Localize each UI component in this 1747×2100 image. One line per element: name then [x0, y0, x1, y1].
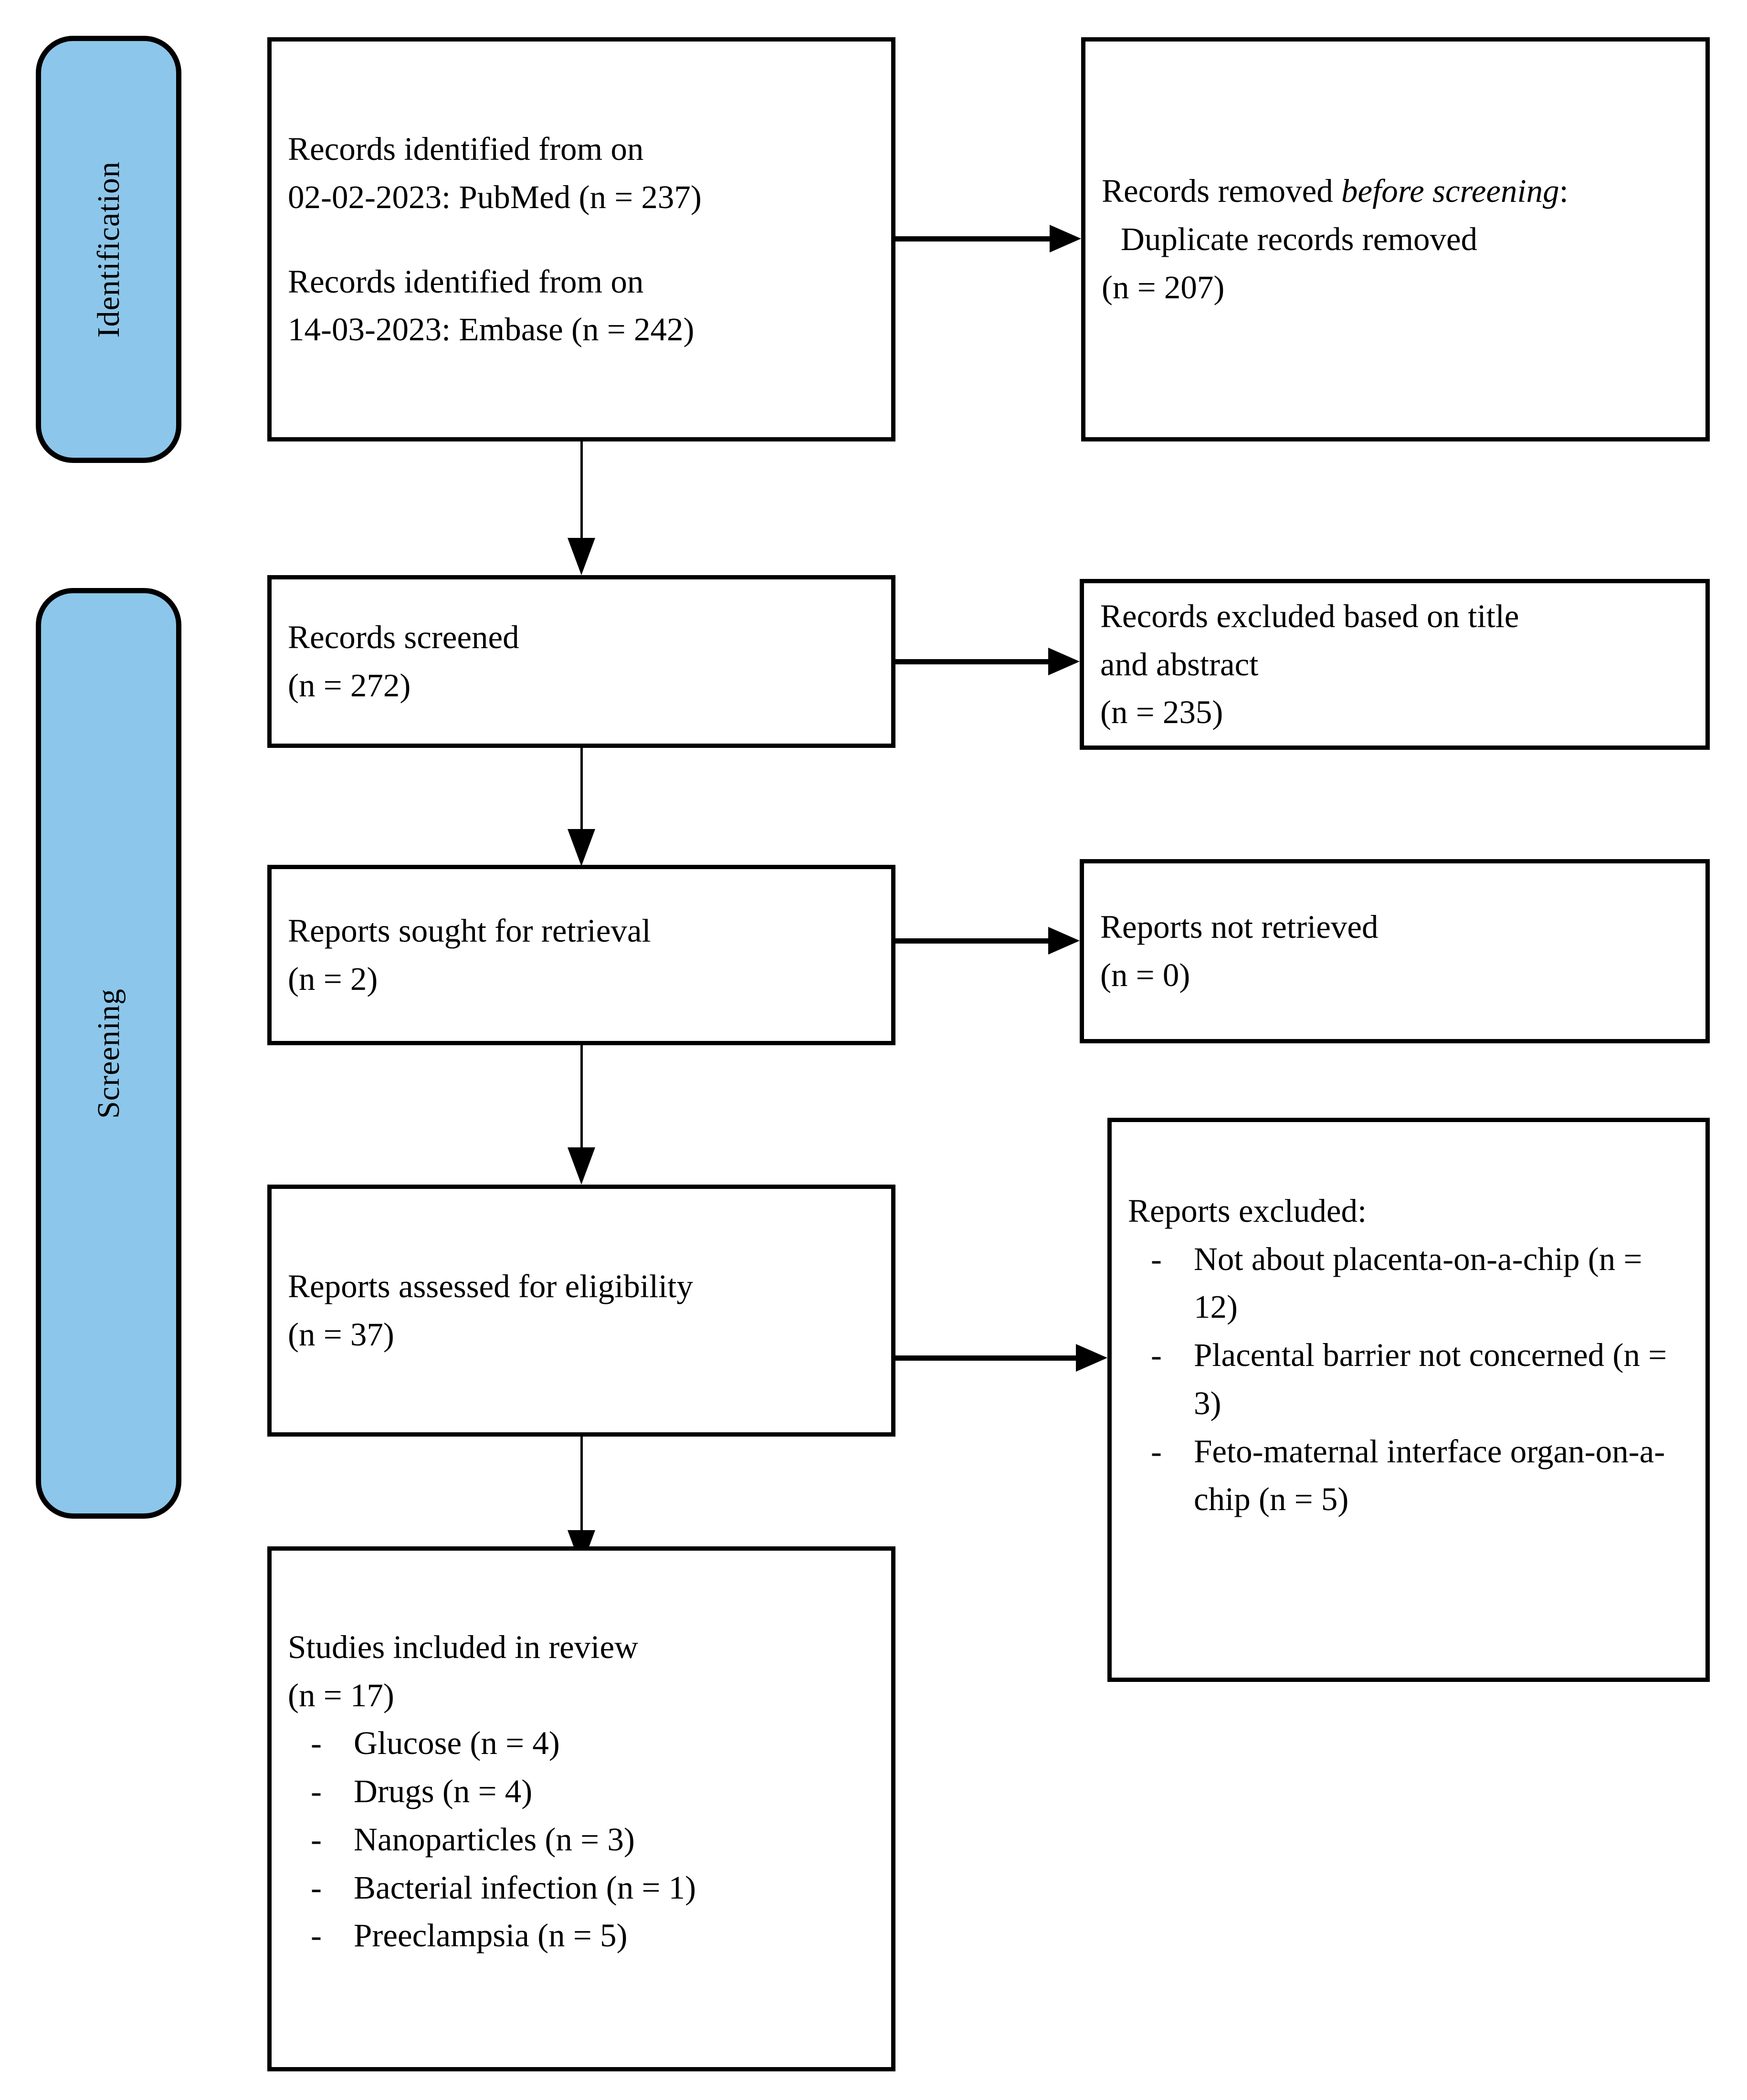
- reports-not-retrieved-line-1: Reports not retrieved: [1100, 909, 1379, 945]
- stage-label-screening: Screening: [91, 988, 126, 1119]
- box-records-removed: Records removed before screening: Duplic…: [1081, 37, 1710, 441]
- reports-excluded-item: Placental barrier not concerned (n = 3): [1148, 1331, 1688, 1427]
- box-records-removed-body: Records removed before screening: Duplic…: [1085, 167, 1705, 311]
- box-reports-excluded: Reports excluded: Not about placenta-on-…: [1107, 1118, 1710, 1682]
- records-excluded-line-2: and abstract: [1100, 646, 1259, 682]
- connector-sought-to-not-retrieved: [895, 938, 1049, 944]
- records-removed-suffix: :: [1559, 173, 1568, 210]
- studies-included-line-1: Studies included in review: [288, 1629, 638, 1665]
- box-studies-included: Studies included in review (n = 17) Gluc…: [267, 1546, 895, 2071]
- arrowhead-identified-to-removed: [1050, 225, 1081, 252]
- records-removed-prefix: Records removed: [1102, 173, 1342, 210]
- box-records-identified: Records identified from on 02-02-2023: P…: [267, 37, 895, 441]
- records-excluded-line-1: Records excluded based on title: [1100, 598, 1519, 634]
- connector-assessed-to-reports-excluded: [895, 1355, 1077, 1361]
- box-reports-assessed-body: Reports assessed for eligibility (n = 37…: [272, 1262, 891, 1358]
- reports-excluded-item: Feto-maternal interface organ-on-a-chip …: [1148, 1428, 1688, 1523]
- connector-assessed-to-included: [580, 1437, 583, 1530]
- box-reports-sought: Reports sought for retrieval (n = 2): [267, 865, 895, 1045]
- arrowhead-screened-to-sought: [568, 829, 595, 866]
- records-screened-line-1: Records screened: [288, 619, 519, 656]
- records-removed-line-3: (n = 207): [1102, 269, 1225, 305]
- records-excluded-line-3: (n = 235): [1100, 694, 1223, 731]
- connector-identified-to-screened: [580, 441, 583, 538]
- box-reports-not-retrieved-body: Reports not retrieved (n = 0): [1084, 903, 1705, 999]
- stage-pill-identification: Identification: [36, 36, 181, 463]
- studies-included-line-2: (n = 17): [288, 1677, 394, 1713]
- connector-sought-to-assessed: [580, 1045, 583, 1147]
- box-records-excluded-body: Records excluded based on title and abst…: [1084, 592, 1705, 736]
- box-records-screened: Records screened (n = 272): [267, 575, 895, 748]
- records-screened-line-2: (n = 272): [288, 667, 411, 704]
- arrowhead-screened-to-excluded: [1048, 648, 1080, 675]
- box-reports-sought-body: Reports sought for retrieval (n = 2): [272, 907, 891, 1003]
- box-records-excluded: Records excluded based on title and abst…: [1080, 579, 1710, 750]
- records-identified-line-3: Records identified from on: [288, 263, 644, 300]
- studies-included-item: Drugs (n = 4): [308, 1767, 874, 1816]
- connector-screened-to-excluded: [895, 659, 1049, 664]
- reports-sought-line-1: Reports sought for retrieval: [288, 913, 651, 949]
- stage-label-identification: Identification: [91, 161, 126, 338]
- box-records-identified-body: Records identified from on 02-02-2023: P…: [272, 125, 891, 354]
- box-reports-not-retrieved: Reports not retrieved (n = 0): [1080, 859, 1710, 1043]
- reports-excluded-heading: Reports excluded:: [1128, 1193, 1367, 1229]
- reports-excluded-item: Not about placenta-on-a-chip (n = 12): [1148, 1235, 1688, 1331]
- studies-included-item: Glucose (n = 4): [308, 1719, 874, 1767]
- reports-not-retrieved-line-2: (n = 0): [1100, 957, 1190, 993]
- connector-screened-to-sought: [580, 748, 583, 829]
- studies-included-item: Preeclampsia (n = 5): [308, 1911, 874, 1960]
- reports-sought-line-2: (n = 2): [288, 961, 378, 997]
- reports-excluded-list: Not about placenta-on-a-chip (n = 12) Pl…: [1128, 1235, 1688, 1523]
- arrowhead-assessed-to-reports-excluded: [1076, 1344, 1107, 1372]
- stage-pill-screening: Screening: [36, 588, 181, 1519]
- arrowhead-identified-to-screened: [568, 538, 595, 575]
- records-removed-line-2: Duplicate records removed: [1121, 221, 1478, 258]
- records-identified-line-2: 02-02-2023: PubMed (n = 237): [288, 178, 702, 215]
- records-identified-line-1: Records identified from on: [288, 131, 644, 168]
- records-removed-line-1: Records removed before screening:: [1102, 167, 1688, 215]
- box-reports-excluded-body: Reports excluded: Not about placenta-on-…: [1112, 1122, 1705, 1523]
- box-reports-assessed: Reports assessed for eligibility (n = 37…: [267, 1185, 895, 1437]
- reports-assessed-line-2: (n = 37): [288, 1316, 394, 1353]
- studies-included-item: Bacterial infection (n = 1): [308, 1864, 874, 1912]
- records-removed-emphasis: before screening: [1341, 173, 1559, 210]
- records-identified-line-4: 14-03-2023: Embase (n = 242): [288, 311, 695, 348]
- studies-included-list: Glucose (n = 4) Drugs (n = 4) Nanopartic…: [288, 1719, 874, 1960]
- arrowhead-sought-to-assessed: [568, 1147, 595, 1185]
- box-studies-included-body: Studies included in review (n = 17) Gluc…: [272, 1551, 891, 1960]
- connector-identified-to-removed: [895, 236, 1051, 242]
- arrowhead-sought-to-not-retrieved: [1048, 927, 1080, 955]
- box-records-screened-body: Records screened (n = 272): [272, 613, 891, 709]
- reports-assessed-line-1: Reports assessed for eligibility: [288, 1268, 693, 1305]
- studies-included-item: Nanoparticles (n = 3): [308, 1816, 874, 1864]
